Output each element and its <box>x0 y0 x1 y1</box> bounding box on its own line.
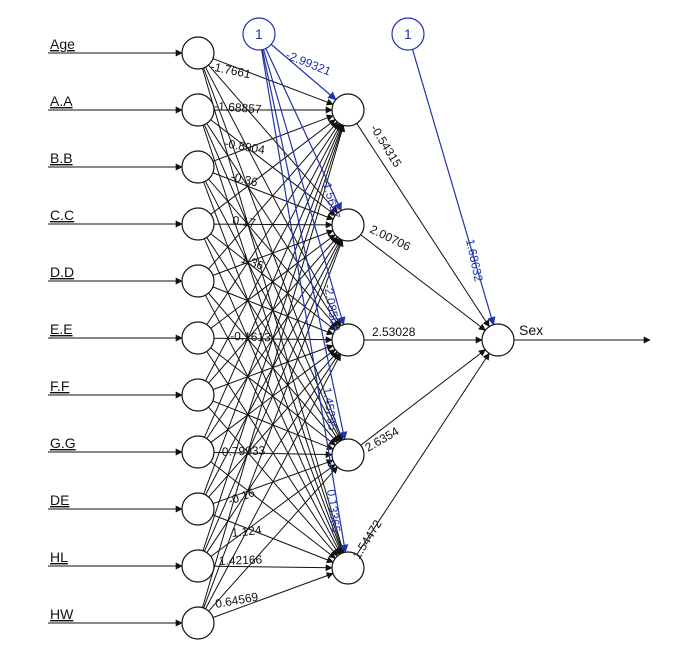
input-label-5: E.E <box>50 321 73 337</box>
input-hidden-weight-10: 1.42166 <box>219 552 263 568</box>
edge-hidden-4-output <box>356 352 490 555</box>
input-node-2 <box>181 150 215 184</box>
bias-node-output-label: 1 <box>404 26 412 42</box>
edge-input-9-hidden-4 <box>213 564 333 572</box>
hidden-to-output-edges <box>356 123 490 555</box>
output-node <box>481 323 515 357</box>
hidden-node-1 <box>331 208 365 242</box>
edge-input-10-hidden-4 <box>212 572 334 618</box>
input-hidden-weight-11: 0.64569 <box>214 590 259 611</box>
edge-bias-output <box>411 49 496 326</box>
input-node-4 <box>181 264 215 298</box>
input-label-8: DE <box>50 492 69 508</box>
edge-input-10-hidden-1 <box>203 239 344 609</box>
input-label-3: C.C <box>50 207 74 223</box>
input-hidden-weight-9: 1.124 <box>231 523 263 540</box>
edge-input-8-hidden-0 <box>203 124 344 495</box>
edge-input-10-hidden-0 <box>202 124 346 608</box>
input-label-10: HW <box>50 606 74 622</box>
input-hidden-weight-4: -0.36 <box>229 169 259 189</box>
input-node-1 <box>181 93 215 127</box>
edge-input-9-hidden-1 <box>203 239 343 552</box>
input-hidden-weight-3: 0.17 <box>232 213 257 230</box>
input-hidden-weight-7: -0.79933 <box>218 443 266 459</box>
input-hidden-weight-2: -0.8904 <box>223 136 266 157</box>
edge-input-2-hidden-0 <box>212 114 334 162</box>
bias-hidden-weight-2: -2.08569 <box>321 283 343 332</box>
input-label-2: B.B <box>50 150 73 166</box>
edge-input-7-hidden-0 <box>203 124 343 438</box>
input-hidden-weight-0: -1.7661 <box>209 59 252 81</box>
bias-hidden-weight-0: -2.99321 <box>284 48 333 79</box>
input-label-1: A.A <box>50 93 73 109</box>
bias-node-hidden <box>242 17 276 51</box>
edge-bias-hidden-3 <box>261 49 348 441</box>
hidden-output-weight-0: -0.54315 <box>367 122 404 170</box>
bias-node-output <box>391 17 425 51</box>
edge-bias-hidden-1 <box>265 48 342 212</box>
input-arrows <box>48 49 651 627</box>
input-node-9 <box>181 549 215 583</box>
edge-input-4-hidden-0 <box>208 121 338 270</box>
input-hidden-weight-6: -0.1613 <box>230 329 271 344</box>
edge-hidden-0-output <box>356 123 490 328</box>
edge-input-5-hidden-0 <box>206 122 340 325</box>
hidden-output-weight-2: 2.53028 <box>372 325 416 339</box>
input-node-8 <box>181 492 215 526</box>
input-to-hidden-edges <box>201 58 346 618</box>
nodes <box>181 17 515 640</box>
input-label-6: F.F <box>50 378 69 394</box>
bias-node-hidden-label: 1 <box>255 26 263 42</box>
hidden-output-weight-1: 2.00706 <box>368 222 413 254</box>
edge-input-9-hidden-0 <box>202 124 345 551</box>
hidden-node-3 <box>331 438 365 472</box>
input-label-0: Age <box>50 36 75 52</box>
bias-hidden-weight-1: -1.5657 <box>319 177 343 220</box>
edge-input-3-hidden-0 <box>210 119 336 215</box>
edge-bias-hidden-4 <box>261 49 349 554</box>
edge-input-10-hidden-2 <box>205 353 341 610</box>
input-label-7: G.G <box>50 435 76 451</box>
input-node-10 <box>181 606 215 640</box>
edge-input-9-hidden-2 <box>206 352 340 553</box>
edge-input-6-hidden-0 <box>205 123 341 382</box>
input-label-9: HL <box>50 549 68 565</box>
output-label: Sex <box>519 322 543 338</box>
bias-hidden-weight-3: 1.45295 <box>320 386 340 431</box>
input-hidden-weight-1: -1.68857 <box>214 99 263 116</box>
input-node-0 <box>181 36 215 70</box>
hidden-node-0 <box>331 93 365 127</box>
input-hidden-weight-8: -0.16 <box>226 485 257 508</box>
edge-hidden-1-output <box>360 234 486 331</box>
edge-input-10-hidden-3 <box>208 466 338 612</box>
hidden-node-2 <box>331 323 365 357</box>
edge-bias-hidden-2 <box>262 49 346 326</box>
input-label-4: D.D <box>50 264 74 280</box>
edge-hidden-3-output <box>360 349 486 446</box>
input-node-6 <box>181 378 215 412</box>
input-node-5 <box>181 321 215 355</box>
bias-edges <box>261 43 496 554</box>
bias-hidden-weight-4: 0.13365 <box>324 489 343 534</box>
hidden-node-4 <box>331 551 365 585</box>
bias-output-weight: 1.68632 <box>463 238 486 284</box>
edge-input-9-hidden-3 <box>210 464 336 557</box>
input-node-3 <box>181 207 215 241</box>
edge-bias-hidden-0 <box>270 43 337 101</box>
input-node-7 <box>181 435 215 469</box>
hidden-output-weight-4: 1.54472 <box>350 517 385 561</box>
